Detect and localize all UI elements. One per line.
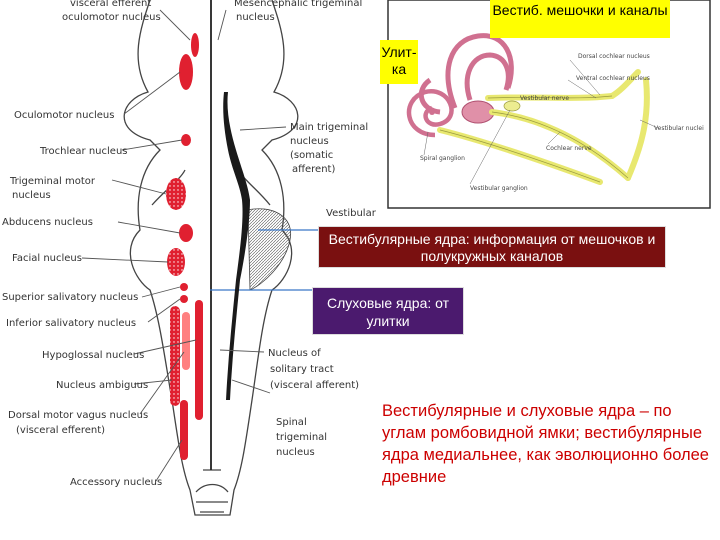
superior-salivatory-shape [180, 283, 188, 291]
label-mesencephalic: Mesencephalic trigeminal [234, 0, 362, 9]
leader-lines [81, 9, 287, 482]
label-hypoglossal: Hypoglossal nucleus [42, 350, 144, 361]
label-solitary: Nucleus of [268, 348, 321, 359]
vestibular-ganglion-shape [503, 100, 521, 112]
edinger-westphal-nucleus [191, 33, 199, 57]
trochlear-nucleus-shape [181, 134, 191, 146]
label-spinal-trigeminal: Spinal [276, 417, 307, 428]
label-vestibular-nerve: Vestibular nerve [520, 95, 569, 102]
inset-leaders [423, 59, 659, 185]
label-accessory: Accessory nucleus [70, 477, 162, 488]
dot-overlay [166, 178, 186, 406]
label-solitary-3: (visceral afferent) [270, 380, 359, 391]
label-main-trigeminal-2: nucleus [290, 136, 329, 147]
callout-cochlea: Улит- ка [380, 40, 418, 84]
hypoglossal-nucleus-shape [195, 300, 203, 420]
label-abducens: Abducens nucleus [2, 217, 93, 228]
label-cochlear-nerve: Cochlear nerve [546, 145, 592, 152]
label-visceral-efferent: visceral efferent [70, 0, 151, 9]
label-trochlear: Trochlear nucleus [39, 146, 128, 157]
accessory-nucleus-shape [180, 400, 188, 460]
trigeminal-column [223, 92, 250, 400]
right-labels: Mesencephalic trigeminal nucleus Main tr… [234, 0, 377, 458]
label-vestibular-ganglion: Vestibular ganglion [470, 185, 528, 192]
label-dorsal-vagus: Dorsal motor vagus nucleus [8, 410, 148, 421]
label-vestibular-nuclei-inset: Vestibular nuclei [654, 125, 704, 132]
label-spinal-trigeminal-3: nucleus [276, 447, 315, 458]
label-mesencephalic-2: nucleus [236, 12, 275, 23]
label-facial: Facial nucleus [12, 253, 82, 264]
semicircular-canals [418, 33, 514, 115]
inferior-salivatory-shape [180, 295, 188, 303]
label-main-trigeminal-4: afferent) [292, 164, 335, 175]
label-main-trigeminal-3: (somatic [290, 150, 333, 161]
label-vestibular: Vestibular [326, 208, 377, 219]
label-spinal-trigeminal-2: trigeminal [276, 432, 327, 443]
label-oculomotor: Oculomotor nucleus [14, 110, 114, 121]
cerebellar-peduncle-hatch [247, 208, 291, 291]
label-oculomotor-top: oculomotor nucleus [62, 12, 161, 23]
label-inferior-salivatory: Inferior salivatory nucleus [6, 318, 136, 329]
label-spiral-ganglion: Spiral ganglion [420, 155, 465, 162]
dorsal-vagus-shape [182, 312, 190, 370]
label-trigeminal-motor-2: nucleus [12, 190, 51, 201]
oculomotor-nucleus-shape [179, 54, 193, 90]
callout-auditory-nuclei: Слуховые ядра: от улитки [312, 287, 464, 335]
label-main-trigeminal: Main trigeminal [290, 122, 368, 133]
label-dorsal-cochlear: Dorsal cochlear nucleus [578, 53, 650, 60]
abducens-nucleus-shape [179, 224, 193, 242]
left-labels: visceral efferent oculomotor nucleus Ocu… [2, 0, 162, 488]
label-ventral-cochlear: Ventral cochlear nucleus [576, 75, 650, 82]
callout-vestibular-sacs: Вестиб. мешочки и каналы [490, 0, 670, 38]
cochlea-spiral [406, 89, 454, 138]
label-solitary-2: solitary tract [270, 364, 334, 375]
label-superior-salivatory: Superior salivatory nucleus [2, 292, 138, 303]
label-ambiguus: Nucleus ambiguus [56, 380, 148, 391]
label-trigeminal-motor: Trigeminal motor [9, 176, 96, 187]
label-dorsal-vagus-2: (visceral efferent) [16, 425, 105, 436]
pointer-lines [210, 229, 320, 291]
cochlea-center [429, 109, 435, 115]
nerve-outlines [439, 95, 629, 183]
callout-vestibular-nuclei: Вестибулярные ядра: информация от мешочк… [318, 226, 666, 268]
explanatory-note: Вестибулярные и слуховые ядра – по углам… [382, 402, 709, 486]
